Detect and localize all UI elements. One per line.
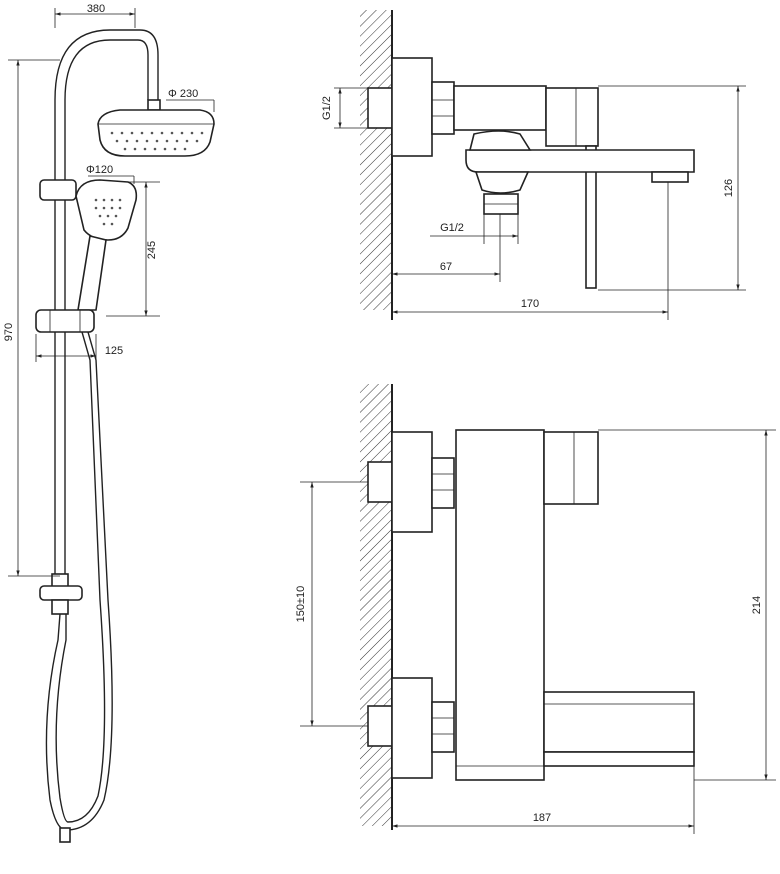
- dim-arm-width: 380: [87, 3, 105, 15]
- dim-inlet-thread: G1/2: [321, 96, 333, 120]
- nozzle-pattern: [110, 131, 204, 151]
- dim-total-height: 970: [3, 323, 15, 341]
- mixer-front-view: 150±10 214 187: [295, 384, 776, 834]
- wall-hatch-front: [360, 384, 392, 826]
- dim-hand-length: 245: [146, 241, 158, 259]
- dim-hand-diameter: Φ120: [86, 164, 113, 176]
- dim-head-diameter: Φ 230: [168, 88, 198, 100]
- dim-inlet-spacing: 150±10: [295, 586, 307, 623]
- dim-height-front: 214: [751, 596, 763, 614]
- dim-depth-front: 187: [533, 812, 551, 824]
- diverter: [39, 573, 83, 615]
- riser-pipe: [54, 29, 159, 318]
- dim-outlet-thread: G1/2: [440, 222, 464, 234]
- dim-outlet-offset: 67: [440, 261, 452, 273]
- mixer-side-view: G1/2 G1/2 67 170 126: [321, 10, 746, 320]
- lower-holder: [35, 309, 95, 333]
- wall-hatch: [360, 10, 392, 310]
- upper-holder: [39, 179, 77, 201]
- hand-shower: [75, 179, 138, 311]
- dim-holder-offset: 125: [105, 345, 123, 357]
- dim-height-side: 126: [723, 179, 735, 197]
- shower-column: 380 Φ 230 Φ120 245 970 125: [3, 3, 215, 843]
- rain-shower-head: [97, 109, 215, 157]
- dim-depth-side: 170: [521, 298, 539, 310]
